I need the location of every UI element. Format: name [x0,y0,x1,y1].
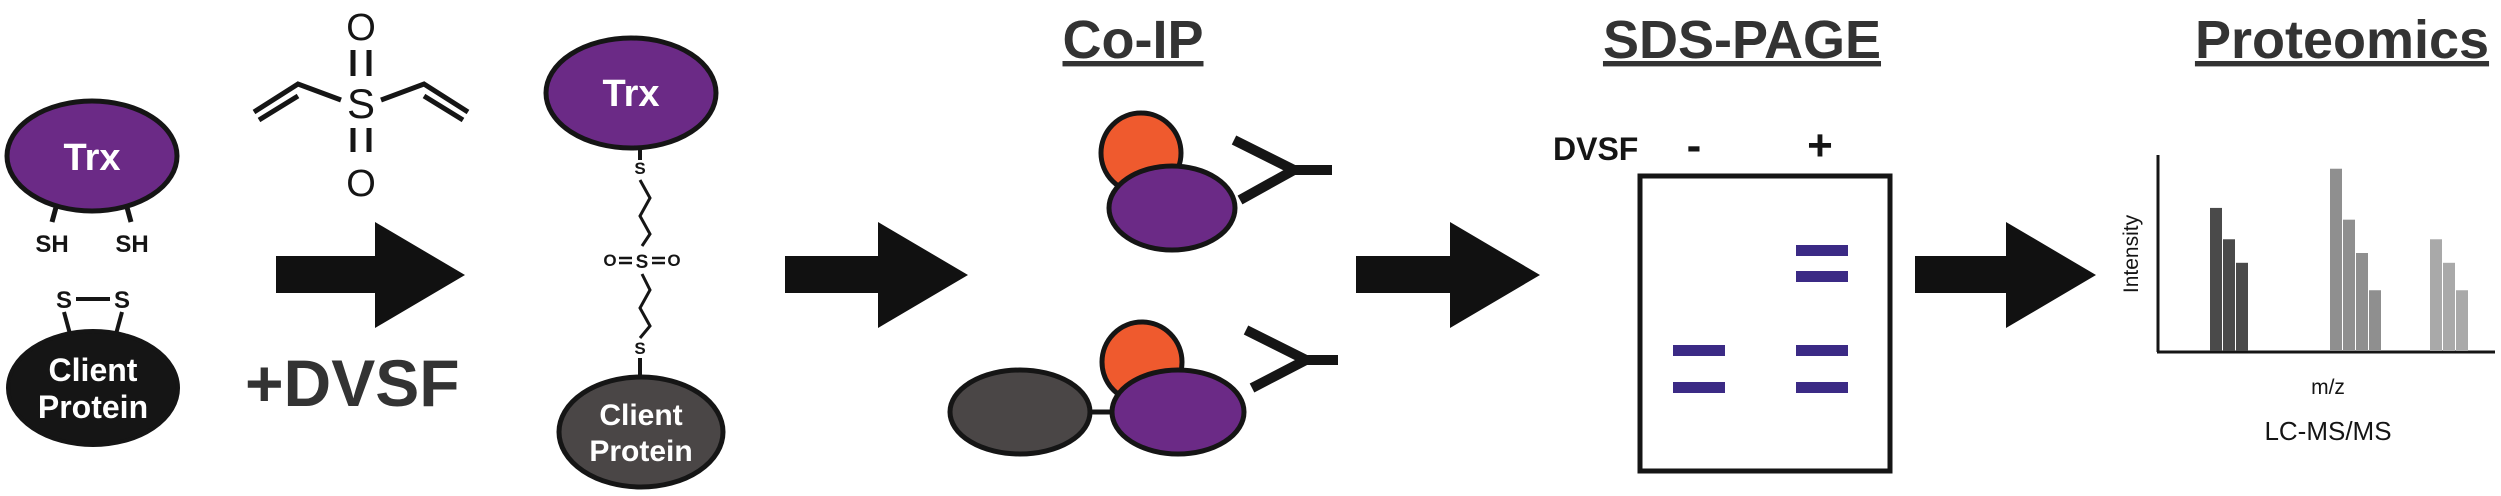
coip-antibody-top-arms [1231,135,1305,205]
coip-client-bottom [947,367,1093,457]
gel-lane-minus: - [1687,121,1702,170]
dvsf-reagent-label: +DVSF [245,346,460,420]
band-plus-high-a [1796,245,1848,256]
ms-bar-g3-1 [2430,239,2442,351]
thiol-left-label: SH [35,231,68,258]
step1-reduced-pair: Trx SH SH S S Client Protein [4,98,180,447]
ms-method-label: LC-MS/MS [2264,416,2391,446]
linker-chain-lower [638,273,652,339]
coip-title: Co-IP [1063,10,1204,70]
gel-bands [1673,245,1848,393]
thiol-right-label: SH [115,231,148,258]
ms-bar-g2-3 [2356,253,2368,351]
sds-page-title: SDS-PAGE [1603,10,1881,70]
band-minus-upper [1673,345,1725,356]
client-label-line1: Client [49,352,138,388]
linker-sulfur-bottom: S [634,339,645,358]
trx-ellipse-crosslinked [543,35,719,151]
arrow-3 [1356,222,1540,328]
gel-box [1637,173,1893,474]
arrow-1 [276,222,465,328]
disulfide-right-label: S [114,287,130,314]
disulfide-left-label: S [56,287,72,314]
ms-bar-g3-2 [2443,262,2455,351]
coip-trx-bottom [1109,367,1247,457]
linker-sulfur-top: S [634,159,645,178]
linker-sulfur-center: S [636,252,649,273]
client-crosslinked-line2: Protein [589,435,692,468]
ms-bar-g2-4 [2369,290,2381,351]
ms-spectrum-chart: Intensity m/z LC-MS/MS [2120,155,2495,446]
client-label-line2: Protein [38,389,148,425]
disulfide-stem-right [114,311,124,335]
step2-crosslinked-complex: Trx S O S O S Client Protein [543,35,726,490]
linker-chain-upper [638,179,652,247]
band-plus-lower [1796,382,1848,393]
ms-bar-g2-1 [2330,168,2342,351]
band-minus-lower [1673,382,1725,393]
vinyl-left-double [257,93,300,123]
band-plus-upper [1796,345,1848,356]
band-plus-high-b [1796,271,1848,282]
dvsf-structure: O S O [252,7,470,205]
proteomics-title: Proteomics [2195,10,2489,70]
vinyl-right-double [422,93,465,123]
arrow-4 [1915,222,2096,328]
client-protein-ellipse [6,329,180,447]
ms-ylabel: Intensity [2120,214,2143,293]
oxygen-bottom-label: O [346,163,376,205]
client-protein-crosslinked [556,374,726,490]
arrow-2 [785,222,968,328]
ms-bar-g1-3 [2236,262,2248,351]
trx-ellipse [4,98,180,214]
coip-complex-bottom [947,319,1338,457]
vinyl-right [380,81,470,115]
trx-label-crosslinked: Trx [602,73,659,115]
ms-bars [2210,168,2468,351]
coip-trx-top [1106,163,1238,253]
disulfide-stem-left [62,311,72,335]
vinyl-left [252,81,342,115]
gel-dvsf-label: DVSF [1553,131,1638,167]
ms-xlabel: m/z [2311,376,2345,399]
linker-oxygen-right: O [667,251,680,270]
ms-bar-g3-3 [2456,290,2468,351]
coip-antibody-bottom-arms [1243,325,1318,393]
gel-lane-plus: + [1807,121,1833,170]
trx-label: Trx [63,137,120,179]
client-crosslinked-line1: Client [599,399,682,432]
ms-bar-g1-2 [2223,239,2235,351]
ms-bar-g2-2 [2343,219,2355,351]
linker-oxygen-left: O [603,251,616,270]
oxygen-top-label: O [346,7,376,49]
coip-complex-top [1098,110,1332,253]
ms-bar-g1-1 [2210,207,2222,351]
sulfur-label: S [347,80,375,127]
